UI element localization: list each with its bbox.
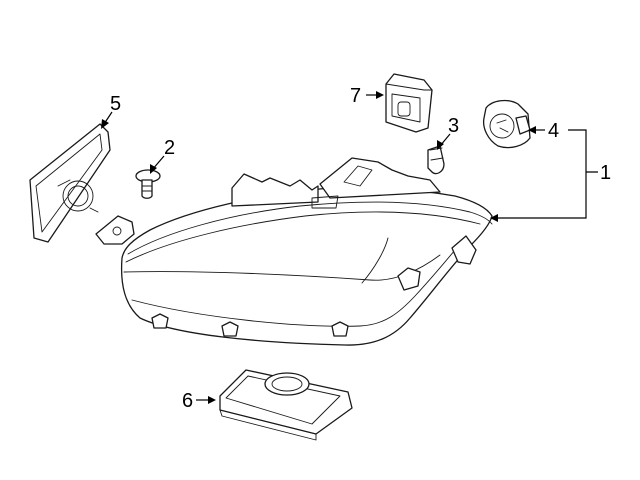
arrow-7 <box>376 91 384 99</box>
callout-4-label: 4 <box>548 120 559 142</box>
callout-7-label: 7 <box>350 85 361 107</box>
cover-panel <box>29 123 111 243</box>
callout-6-label: 6 <box>182 390 193 412</box>
arrow-6 <box>208 396 216 404</box>
bulb <box>427 145 445 175</box>
callout-2-label: 2 <box>164 137 175 159</box>
arrow-4 <box>528 126 536 134</box>
igniter-module <box>385 73 433 133</box>
arrow-3 <box>437 140 444 150</box>
arrow-1 <box>490 214 498 222</box>
arrow-5 <box>101 119 109 129</box>
callout-leaders <box>101 91 598 404</box>
control-module <box>219 369 353 441</box>
callout-5-label: 5 <box>110 93 121 115</box>
screw <box>135 169 161 199</box>
callout-labels: 1 2 3 4 5 6 7 <box>110 85 611 412</box>
callout-1-label: 1 <box>600 162 611 184</box>
callout-3-label: 3 <box>448 115 459 137</box>
headlamp-assembly <box>95 157 493 346</box>
socket <box>482 99 531 149</box>
arrow-2 <box>150 164 157 174</box>
